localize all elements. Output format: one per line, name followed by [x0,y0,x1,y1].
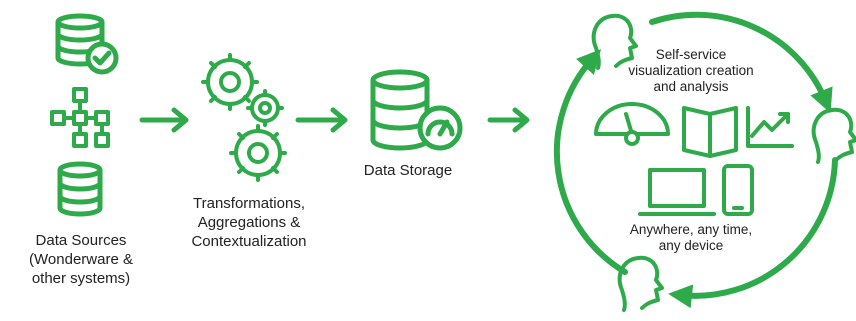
self-service-label: Self-service visualization creation and … [628,47,754,94]
user-head-icon [811,107,856,164]
user-head-icon [591,13,638,70]
flow-arrow-2 [295,107,348,133]
gauge-icon [594,102,670,146]
user-head-icon [617,255,664,312]
hierarchy-icon [50,87,110,148]
flow-arrow-3 [487,107,530,133]
laptop-icon [638,168,716,216]
smartphone-icon [722,164,754,216]
data-storage-label: Data Storage [363,162,453,179]
database-sync-icon [55,13,119,75]
cycle-arrows [553,11,838,309]
line-chart-icon [746,106,794,148]
data-sources-label: Data Sources (Wonderware & other systems… [29,232,133,287]
anywhere-label: Anywhere, any time, any device [629,222,753,253]
gears-icon [201,53,287,182]
database-gauge-icon [370,69,463,151]
database-icon [57,161,103,217]
flow-arrow-1 [139,107,189,133]
transformations-label: Transformations, Aggregations & Contextu… [191,195,307,250]
open-book-icon [682,106,738,158]
